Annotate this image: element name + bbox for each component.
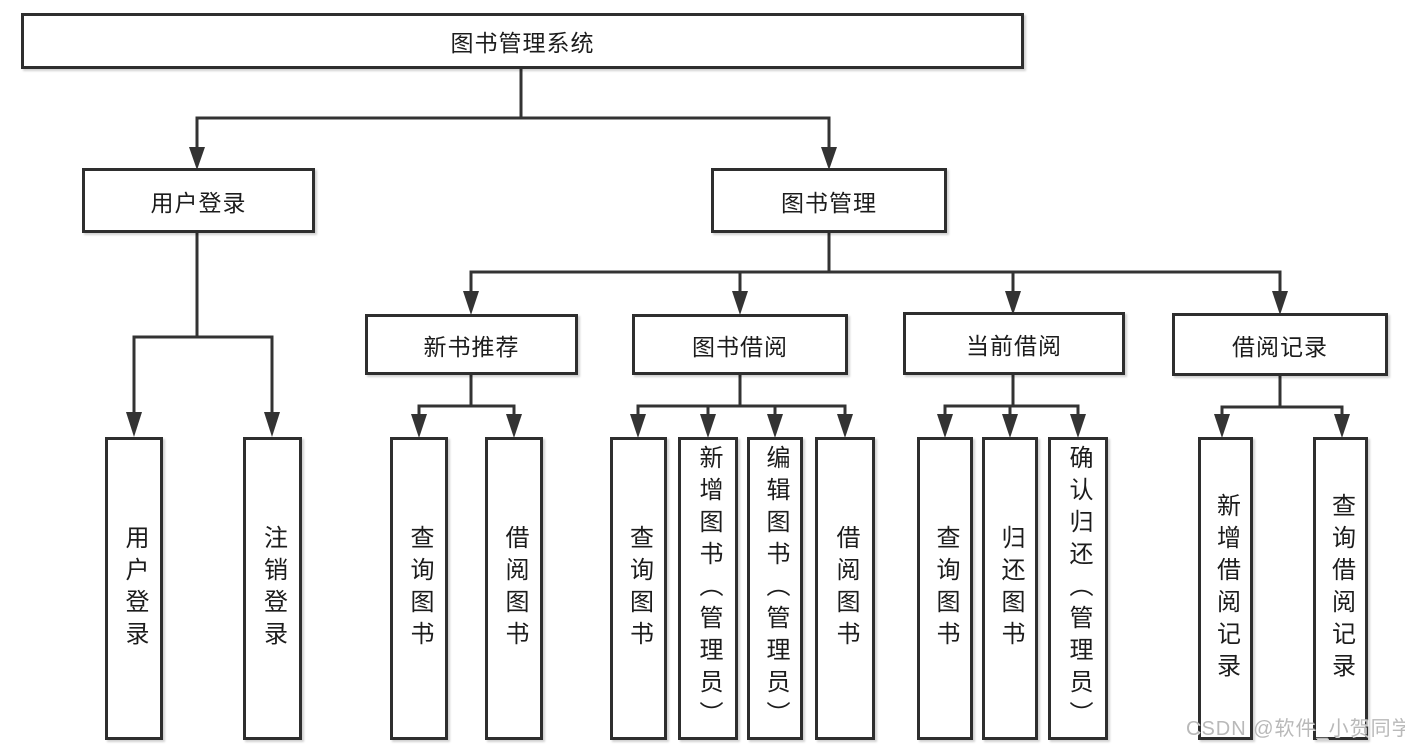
leaf-label: 用户登录 — [121, 524, 148, 653]
leaf-query-books-borrow: 查询图书 — [610, 437, 667, 740]
node-user-login: 用户登录 — [82, 168, 315, 233]
node-current-borrow: 当前借阅 — [903, 312, 1125, 375]
leaf-label: 新增借阅记录 — [1212, 492, 1240, 685]
leaf-query-borrow-record: 查询借阅记录 — [1313, 437, 1368, 740]
node-book-borrow: 图书借阅 — [632, 314, 848, 375]
leaf-user-login: 用户登录 — [105, 437, 163, 740]
leaf-label: 借阅图书 — [832, 524, 859, 653]
leaf-add-borrow-record: 新增借阅记录 — [1198, 437, 1253, 740]
node-new-book-recommend: 新书推荐 — [365, 314, 578, 375]
node-borrow-records: 借阅记录 — [1172, 313, 1388, 376]
csdn-watermark: CSDN @软件_小贺同学 — [1186, 718, 1405, 740]
leaf-label: 借阅图书 — [501, 524, 528, 653]
node-label: 用户登录 — [150, 189, 247, 216]
leaf-label: 查询借阅记录 — [1327, 492, 1355, 685]
node-label: 当前借阅 — [966, 332, 1062, 359]
leaf-label: 查询图书 — [625, 524, 653, 653]
leaf-label: 注销登录 — [259, 524, 287, 653]
leaf-label: 新增图书（管理员） — [695, 444, 722, 733]
node-book-management: 图书管理 — [711, 168, 947, 233]
connector-user-login-children — [126, 230, 280, 437]
node-label: 图书借阅 — [692, 333, 788, 360]
leaf-return-books: 归还图书 — [982, 437, 1038, 740]
connector-book-management-children — [463, 230, 1288, 315]
leaf-label: 编辑图书（管理员） — [762, 444, 789, 733]
connector-current-borrow-children — [937, 373, 1086, 438]
leaf-logout: 注销登录 — [243, 437, 302, 740]
node-label: 图书管理 — [781, 189, 877, 216]
leaf-label: 归还图书 — [997, 524, 1024, 653]
leaf-label: 确认归还（管理员） — [1065, 444, 1092, 733]
connector-borrow-records-children — [1214, 374, 1350, 438]
leaf-label: 查询图书 — [406, 524, 433, 653]
connector-book-borrow-children — [630, 372, 853, 438]
node-label: 新书推荐 — [423, 333, 520, 360]
leaf-query-books-recommend: 查询图书 — [390, 437, 448, 740]
leaf-query-books-current: 查询图书 — [917, 437, 973, 740]
node-library-system: 图书管理系统 — [21, 13, 1024, 69]
leaf-edit-books-admin: 编辑图书（管理员） — [747, 437, 803, 740]
connector-root-to-level2 — [189, 65, 837, 170]
leaf-borrow-books-recommend: 借阅图书 — [485, 437, 543, 740]
leaf-confirm-return-admin: 确认归还（管理员） — [1048, 437, 1108, 740]
node-label: 借阅记录 — [1232, 333, 1328, 360]
node-label: 图书管理系统 — [450, 30, 595, 56]
leaf-label: 查询图书 — [932, 524, 959, 653]
leaf-borrow-books: 借阅图书 — [815, 437, 875, 740]
connector-new-book-recommend-children — [411, 372, 522, 438]
leaf-add-books-admin: 新增图书（管理员） — [678, 437, 738, 740]
